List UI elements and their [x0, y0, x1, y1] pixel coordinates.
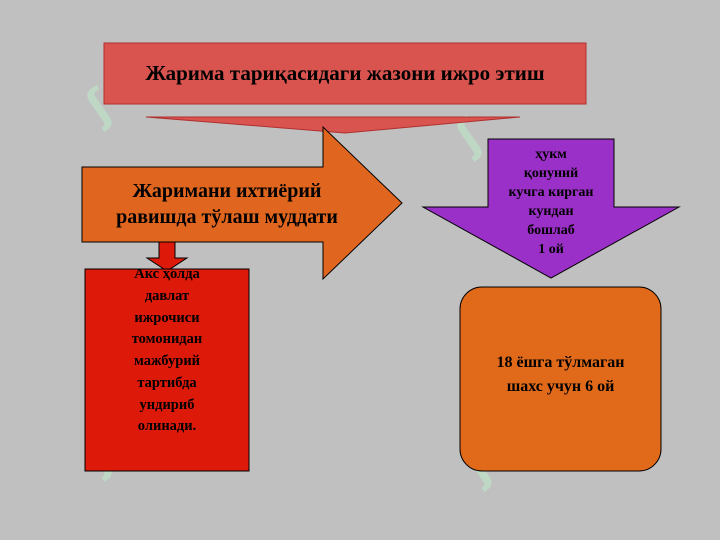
red-box-shape — [84, 268, 250, 472]
main-arrow-line-2: равишда тўлаш муддати — [116, 206, 338, 228]
purple-line: бошлаб — [527, 222, 575, 238]
red-line: тартибда — [137, 374, 197, 391]
purple-line: кучга кирган — [508, 185, 594, 201]
orange-line: шахс учун 6 ой — [506, 378, 615, 395]
purple-line: 1 ой — [538, 241, 564, 257]
page-title: Жарима тариқасидаги жазони ижро этиш — [104, 43, 586, 104]
purple-line: ҳукм — [535, 147, 567, 163]
red-line: ундириб — [139, 396, 195, 413]
purple-down-arrow-shape — [421, 138, 681, 279]
red-line: Акс ҳолда — [134, 266, 200, 282]
small-down-arrow — [145, 241, 189, 272]
red-line: томонидан — [131, 331, 203, 348]
purple-line: қонуний — [523, 166, 579, 182]
title-label: Жарима тариқасидаги жазони ижро этиш — [145, 60, 545, 85]
red-line: олинади. — [137, 418, 197, 435]
red-line: ижрочиси — [134, 309, 200, 326]
red-line: давлат — [144, 287, 190, 304]
title-funnel — [145, 116, 521, 134]
main-arrow-label: Жаримани ихтиёрий равишда тўлаш муддати — [82, 163, 372, 245]
red-line: мажбурий — [133, 353, 201, 369]
purple-arrow-label: ҳукм қонуний кучга кирган кундан бошлаб … — [480, 138, 622, 268]
red-box-label: Акс ҳолда давлат ижрочиси томонидан мажб… — [85, 264, 249, 459]
orange-line: 18 ёшга тўлмаган — [496, 354, 625, 371]
title-banner — [103, 42, 587, 105]
purple-line: кундан — [528, 204, 574, 219]
main-arrow-shape — [81, 125, 403, 281]
orange-box-label: 18 ёшга тўлмаган шахс учун 6 ой — [460, 340, 661, 410]
orange-box-shape — [459, 286, 662, 472]
main-arrow-line-1: Жаримани ихтиёрий — [132, 180, 322, 202]
